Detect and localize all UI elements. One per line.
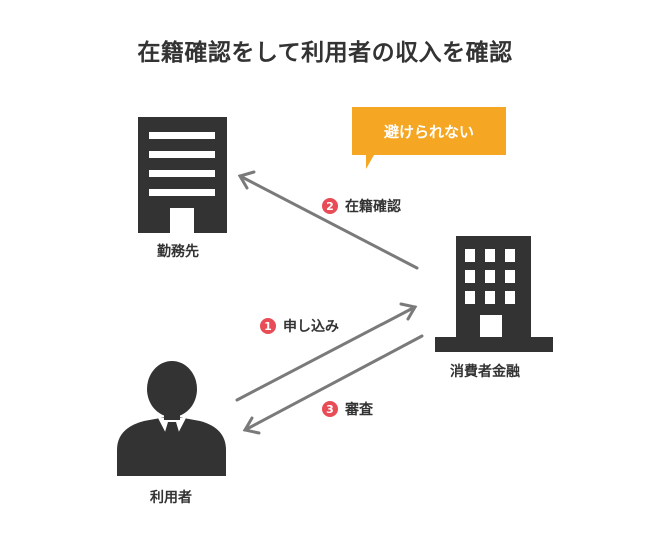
step-number-badge: 2 (322, 198, 338, 214)
lender-label: 消費者金融 (450, 364, 520, 380)
office-building-icon (138, 117, 227, 233)
step-3-shinsa: 3 審査 (322, 399, 373, 419)
step-2-zaiseki-kakunin: 2 在籍確認 (322, 196, 401, 216)
step-label: 在籍確認 (345, 199, 401, 215)
lender-building-icon (435, 236, 553, 352)
user-label: 利用者 (150, 490, 192, 506)
step-number-badge: 3 (322, 401, 338, 417)
step-label: 申し込み (283, 319, 339, 335)
callout-box: 避けられない (352, 107, 506, 155)
callout-tail (366, 155, 382, 169)
step-1-moushikomi: 1 申し込み (260, 316, 339, 336)
step-label: 審査 (345, 402, 373, 418)
step-number-badge: 1 (260, 318, 276, 334)
arrow-moushikomi (235, 302, 418, 402)
diagram-title: 在籍確認をして利用者の収入を確認 (137, 40, 513, 66)
user-person-icon (117, 361, 226, 476)
employer-label: 勤務先 (157, 244, 199, 260)
arrow-zaiseki-kakunin (237, 170, 419, 270)
arrow-shinsa (242, 334, 424, 435)
